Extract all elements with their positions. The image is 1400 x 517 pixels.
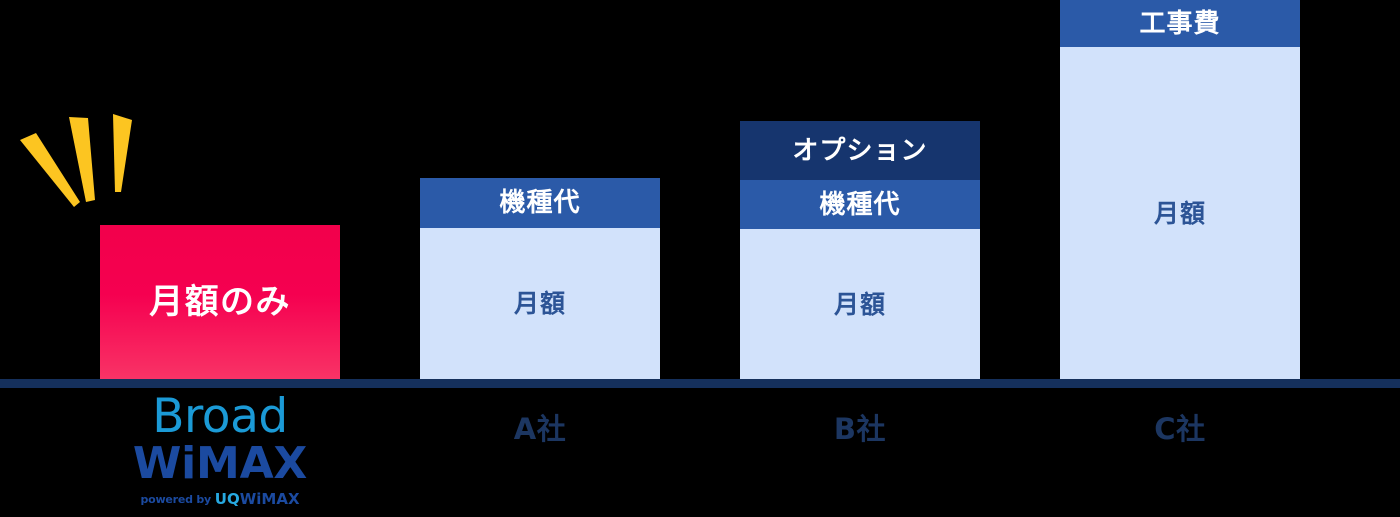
- sparkle-spike-right: [113, 114, 132, 192]
- bar-b: オプション機種代月額: [740, 121, 980, 379]
- sparkle-burst-icon: [20, 114, 132, 207]
- axis-baseline: [0, 379, 1400, 388]
- logo-broad-text: Broad: [152, 389, 288, 444]
- bar-segment-construction: 工事費: [1060, 0, 1300, 47]
- logo-powered-by: powered by UQWiMAX: [100, 492, 340, 507]
- logo-uq-text: UQ: [214, 490, 240, 508]
- category-label-C社: C社: [1154, 412, 1206, 446]
- bar-segment-label: 機種代: [499, 188, 581, 218]
- bar-segment-option: オプション: [740, 121, 980, 180]
- bar-segment-label: 月額: [833, 289, 886, 319]
- logo-uq-wimax-text: WiMAX: [239, 490, 300, 508]
- bar-segment-device: 機種代: [420, 178, 660, 228]
- bar-a: 機種代月額: [420, 178, 660, 379]
- logo-wimax-text: WiMAX: [132, 438, 308, 489]
- bar-segment-label: 月額: [513, 289, 566, 318]
- bar-segment-label: オプション: [792, 135, 928, 166]
- bar-segment-monthly: 月額: [420, 228, 660, 379]
- bar-broad: 月額のみ: [100, 225, 340, 379]
- bar-c: 工事費月額: [1060, 0, 1300, 379]
- logo-powered-prefix: powered by: [140, 493, 211, 506]
- category-label-B社: B社: [833, 412, 887, 446]
- bar-segment-monthly-only: 月額のみ: [100, 225, 340, 379]
- sparkle-spike-mid: [69, 117, 95, 202]
- bar-segment-monthly: 月額: [1060, 47, 1300, 379]
- bar-segment-label: 工事費: [1139, 8, 1221, 39]
- sparkle-spike-left: [20, 133, 80, 207]
- bar-segment-label: 月額: [1153, 198, 1206, 228]
- bar-segment-device: 機種代: [740, 180, 980, 229]
- bar-segment-monthly: 月額: [740, 229, 980, 379]
- category-label-A社: A社: [513, 412, 567, 446]
- bar-segment-label: 機種代: [819, 189, 901, 220]
- broad-wimax-logo: Broad WiMAX powered by UQWiMAX: [100, 393, 340, 507]
- bar-segment-label: 月額のみ: [149, 282, 291, 322]
